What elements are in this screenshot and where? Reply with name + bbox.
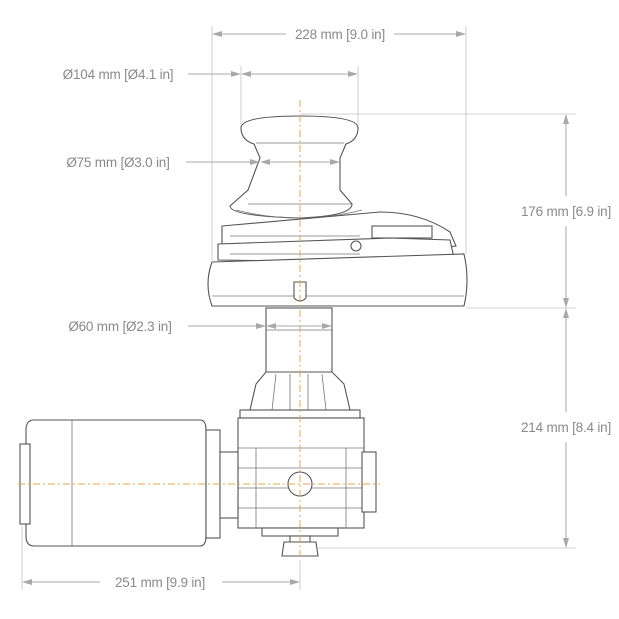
deck-base — [207, 253, 468, 307]
above-deck-height-label: 176 mm [6.9 in] — [521, 204, 611, 219]
gypsy-outer-diameter-label: Ø104 mm [Ø4.1 in] — [63, 67, 174, 82]
motor — [19, 419, 239, 547]
upper-housing — [217, 211, 457, 263]
motor-length-label: 251 mm [9.9 in] — [115, 575, 205, 590]
dimension-below-deck-height: 214 mm [8.4 in] — [318, 308, 611, 549]
gearbox — [237, 417, 377, 529]
gypsy — [229, 115, 363, 219]
dimension-above-deck-height: 176 mm [6.9 in] — [300, 113, 611, 309]
dimension-overall-width: 228 mm [9.0 in] — [211, 26, 467, 262]
dimension-shaft-diameter: Ø60 mm [Ø2.3 in] — [68, 319, 332, 334]
windlass-illustration — [18, 100, 468, 560]
gypsy-drum-diameter-label: Ø75 mm [Ø3.0 in] — [66, 155, 169, 170]
dimension-gypsy-drum-diameter: Ø75 mm [Ø3.0 in] — [66, 155, 340, 170]
below-deck-height-label: 214 mm [8.4 in] — [521, 420, 611, 435]
overall-width-label: 228 mm [9.0 in] — [295, 27, 385, 42]
dimension-gypsy-outer-diameter: Ø104 mm [Ø4.1 in] — [63, 66, 359, 126]
shaft-diameter-label: Ø60 mm [Ø2.3 in] — [68, 319, 171, 334]
dimension-motor-length: 251 mm [9.9 in] — [21, 526, 301, 590]
